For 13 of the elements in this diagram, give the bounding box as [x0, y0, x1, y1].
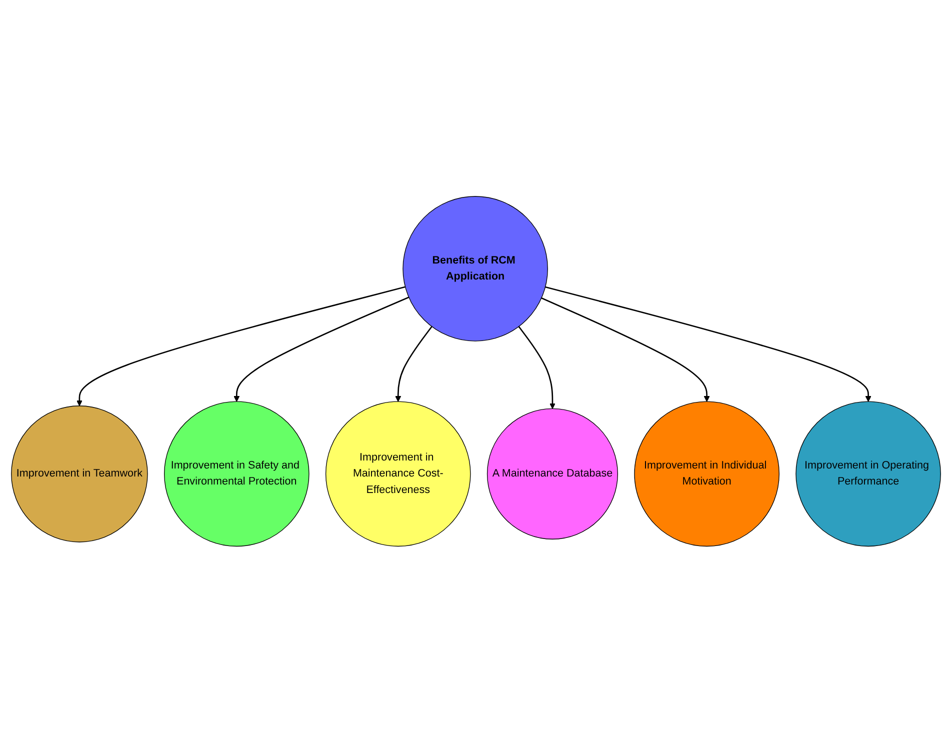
- node-circle: Improvement in Operating Performance: [796, 400, 941, 546]
- node-circle: Improvement in Individual Motivation: [634, 400, 780, 546]
- node-circle: Improvement in Teamwork: [11, 405, 148, 542]
- node-circle: A Maintenance Database: [486, 408, 618, 540]
- node-circle: Improvement in Safety and Environmental Protection: [164, 400, 310, 546]
- arrow: [541, 297, 710, 402]
- arrow: [395, 326, 432, 402]
- arrow: [545, 286, 872, 402]
- arrow: [234, 296, 410, 402]
- arrow: [518, 326, 556, 409]
- arrow: [76, 286, 406, 406]
- node-circle: Improvement in Maintenance Cost-Effectiveness: [325, 400, 471, 546]
- node-circle: Benefits of RCM Application: [402, 196, 548, 342]
